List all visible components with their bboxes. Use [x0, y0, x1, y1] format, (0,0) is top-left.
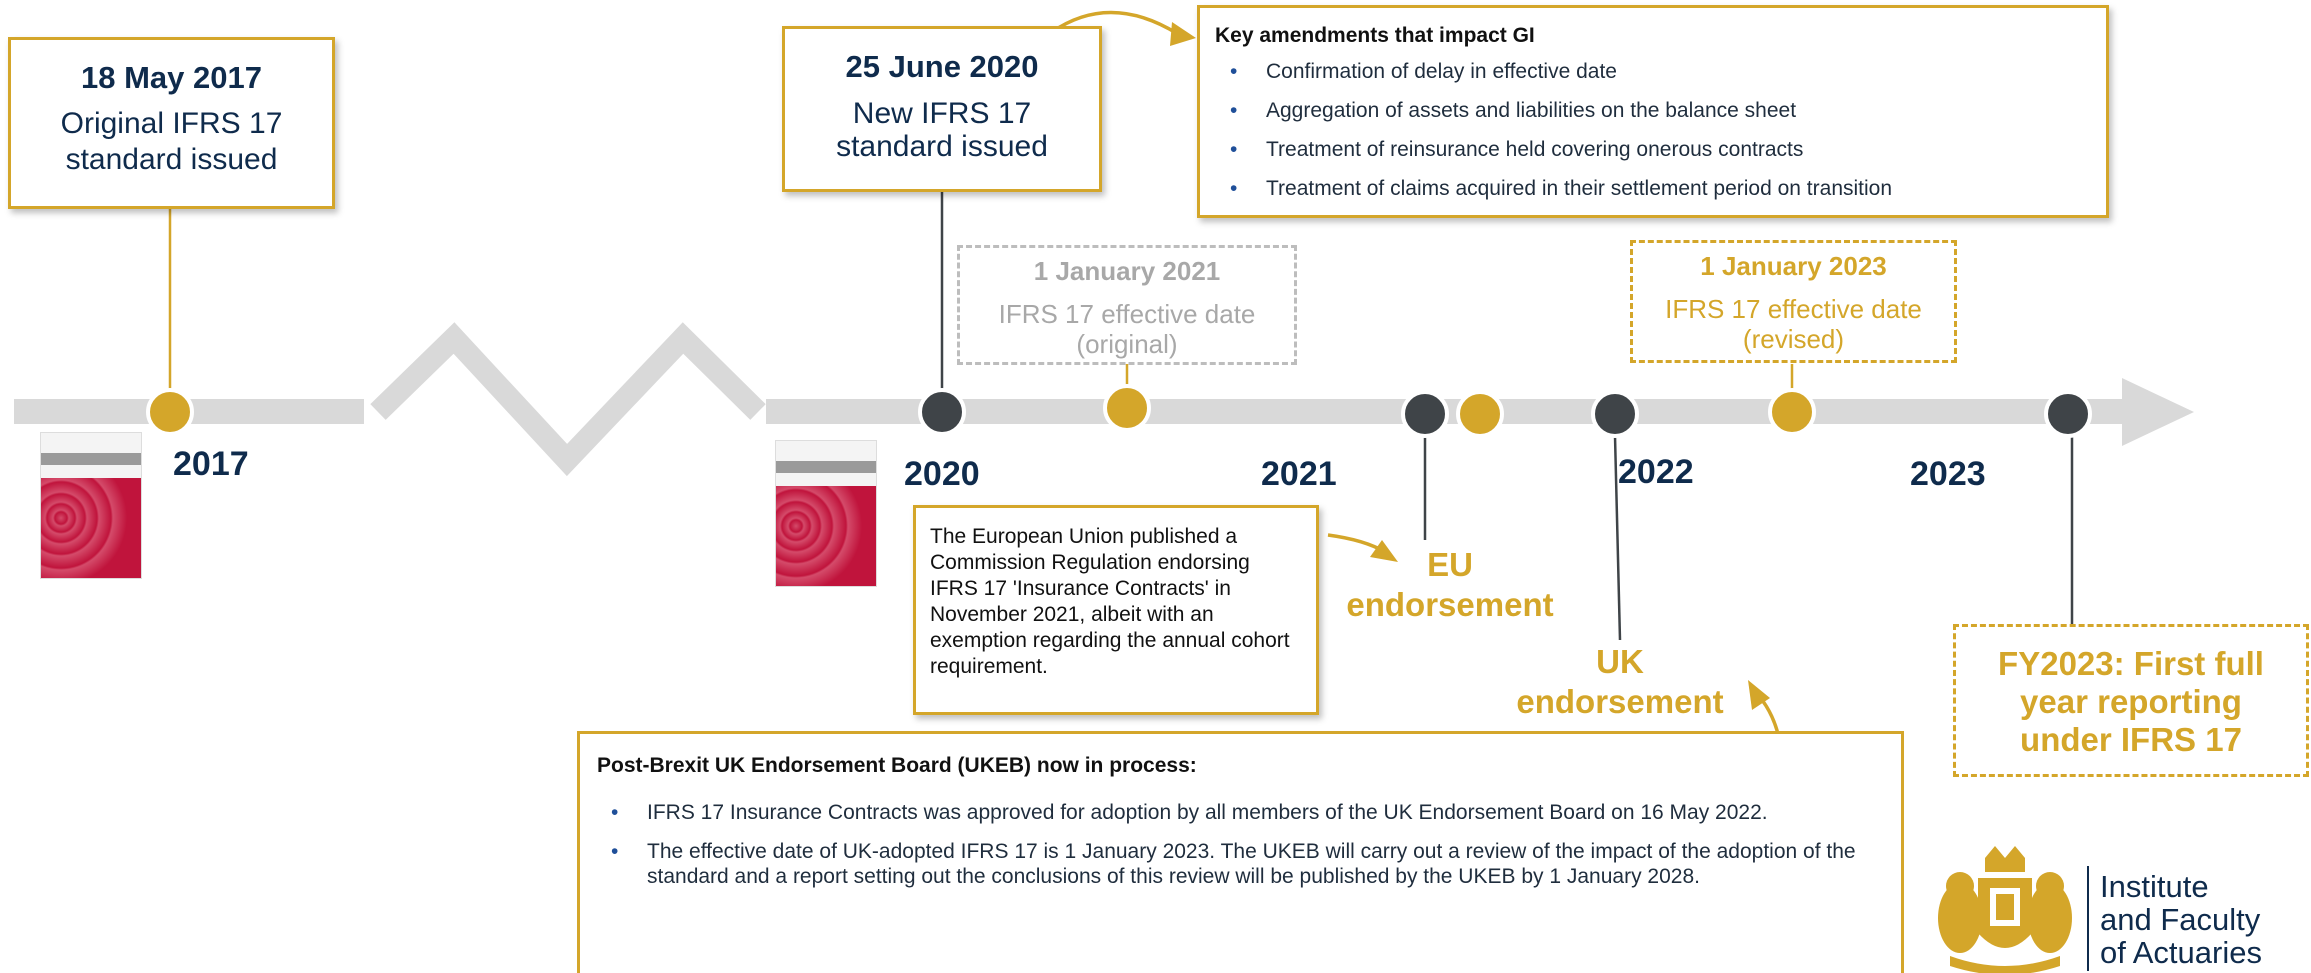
- ukeb-box: Post-Brexit UK Endorsement Board (UKEB) …: [577, 731, 1904, 973]
- milestone-dot-eu: [1401, 390, 1449, 438]
- eu-endorsement-label: EU endorsement: [1346, 546, 1554, 623]
- ifoa-logo: Institute and Faculty of Actuaries: [1930, 838, 2310, 973]
- ifrs17-amendments-cover-image: [775, 440, 877, 587]
- eu-info-box: The European Union published a Commissio…: [913, 505, 1319, 715]
- logo-divider: [2087, 866, 2089, 971]
- milestone-date: 25 June 2020: [845, 49, 1039, 84]
- arrow-to-eu-head: [1370, 540, 1398, 562]
- ifrs17-2017-cover-image: [40, 432, 142, 579]
- uk-endorsement-label: UK endorsement: [1516, 643, 1724, 720]
- year-label-2022: 2022: [1618, 453, 1694, 491]
- milestone-text: Original IFRS 17 standard issued: [60, 107, 283, 176]
- list-item: The effective date of UK-adopted IFRS 17…: [611, 839, 1877, 889]
- timeline-zigzag: [370, 322, 766, 477]
- effective-date-revised-box: 1 January 2023 IFRS 17 effective date (r…: [1630, 240, 1957, 363]
- list-item: Treatment of claims acquired in their se…: [1230, 177, 2106, 216]
- arrow-to-uk-head: [1748, 680, 1770, 710]
- year-label-2017: 2017: [173, 445, 249, 483]
- ukeb-title: Post-Brexit UK Endorsement Board (UKEB) …: [597, 754, 1197, 777]
- logo-text: Institute and Faculty of Actuaries: [2100, 870, 2262, 969]
- list-item: IFRS 17 Insurance Contracts was approved…: [611, 800, 1877, 825]
- effective-date-text: IFRS 17 effective date (original): [998, 299, 1256, 359]
- logo-line-3: of Actuaries: [2100, 935, 2262, 970]
- milestone-dot-jun-2020: [918, 388, 966, 436]
- milestone-dot-fy2023: [2044, 390, 2092, 438]
- timeline-arrowhead: [2122, 378, 2194, 446]
- amendments-title: Key amendments that impact GI: [1215, 24, 1535, 47]
- year-label-2021: 2021: [1261, 455, 1337, 493]
- ifoa-crest-icon: [1938, 846, 2072, 973]
- milestone-box-2017: 18 May 2017 Original IFRS 17 standard is…: [8, 37, 335, 209]
- effective-date-original-box: 1 January 2021 IFRS 17 effective date (o…: [957, 245, 1297, 365]
- milestone-dot-2017: [146, 388, 194, 436]
- milestone-text: New IFRS 17 standard issued: [836, 97, 1048, 163]
- year-label-2020: 2020: [904, 455, 980, 493]
- connector-uk: [1613, 435, 1622, 641]
- logo-line-2: and Faculty: [2100, 902, 2261, 937]
- eu-info-text: The European Union published a Commissio…: [930, 525, 1290, 678]
- fy2023-box: FY2023: First full year reporting under …: [1953, 624, 2309, 777]
- milestone-dot-jan-2023: [1768, 388, 1816, 436]
- list-item: Aggregation of assets and liabilities on…: [1230, 99, 2106, 138]
- logo-line-1: Institute: [2100, 869, 2209, 904]
- milestone-dot-jan-2021: [1103, 384, 1151, 432]
- list-item: Treatment of reinsurance held covering o…: [1230, 138, 2106, 177]
- arrow-to-amendments: [1051, 10, 1179, 36]
- list-item: Confirmation of delay in effective date: [1230, 60, 2106, 99]
- milestone-dot-uk: [1591, 390, 1639, 438]
- amendments-box: Key amendments that impact GI Confirmati…: [1197, 5, 2109, 218]
- fy2023-text: FY2023: First full year reporting under …: [1998, 645, 2264, 758]
- arrow-to-amendments-head: [1170, 22, 1196, 46]
- milestone-dot-jan-2022: [1456, 390, 1504, 438]
- year-label-2023: 2023: [1910, 455, 1986, 493]
- amendments-list: Confirmation of delay in effective date …: [1230, 60, 2106, 216]
- milestone-date: 18 May 2017: [81, 60, 262, 95]
- effective-date: 1 January 2021: [1033, 256, 1221, 286]
- effective-date-text: IFRS 17 effective date (revised): [1665, 294, 1922, 354]
- ukeb-list: IFRS 17 Insurance Contracts was approved…: [611, 800, 1877, 889]
- milestone-box-2020: 25 June 2020 New IFRS 17 standard issued: [782, 26, 1102, 192]
- effective-date: 1 January 2023: [1700, 251, 1887, 281]
